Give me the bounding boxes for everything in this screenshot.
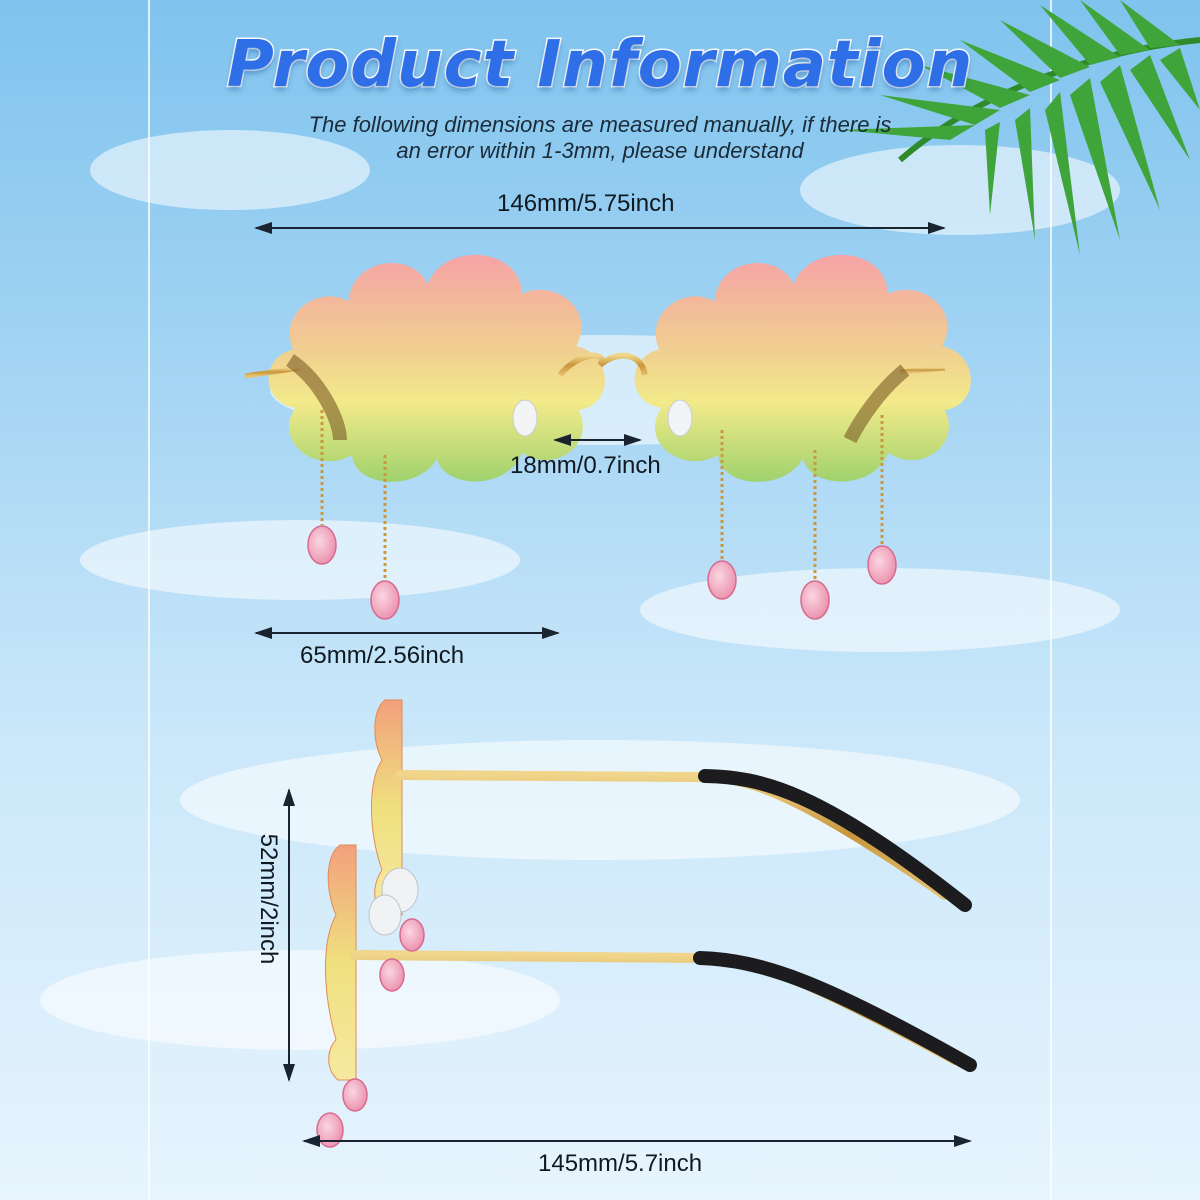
page-title: Product Information — [225, 27, 974, 104]
bridge-width-label: 18mm/0.7inch — [510, 452, 661, 479]
lens-height-label: 52mm/2inch — [255, 833, 282, 965]
pink-crystal-drops — [307, 525, 897, 620]
background-clouds — [40, 130, 1120, 1050]
left-lens — [268, 254, 605, 482]
glasses-side-view — [316, 699, 977, 1148]
temple-length-label: 145mm/5.7inch — [538, 1150, 703, 1177]
right-hinge — [899, 365, 946, 375]
left-nose-pad — [512, 399, 538, 437]
measurement-disclaimer: The following dimensions are measured ma… — [250, 112, 950, 164]
glasses-front-view — [244, 254, 971, 620]
disclaimer-line-1: The following dimensions are measured ma… — [308, 112, 892, 137]
right-nose-pad — [667, 399, 693, 437]
disclaimer-line-2: an error within 1-3mm, please understand — [396, 138, 804, 163]
measurement-arrows — [254, 222, 972, 1147]
lens-width-label: 65mm/2.56inch — [300, 642, 465, 669]
frame-border-left — [148, 0, 150, 1200]
left-hinge — [244, 365, 301, 379]
total-width-label: 146mm/5.75inch — [497, 190, 675, 217]
palm-leaf-decoration — [840, 0, 1200, 255]
bridge — [557, 352, 648, 377]
